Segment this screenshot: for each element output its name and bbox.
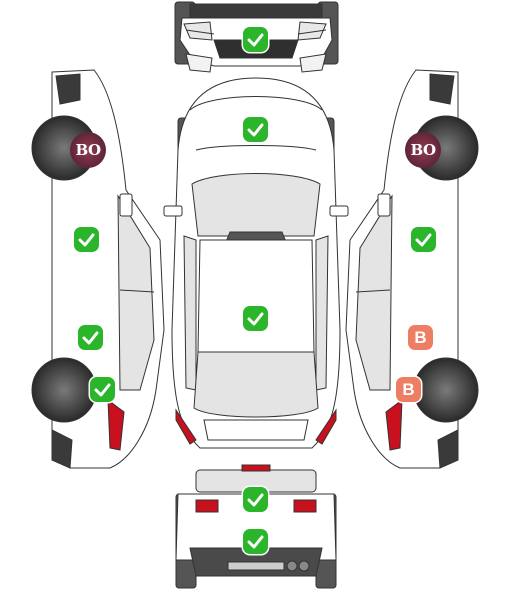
check-icon	[82, 331, 99, 345]
left-front-wheel-bo-marker[interactable]: BO	[70, 132, 106, 168]
rear-view	[175, 464, 337, 589]
check-icon	[247, 123, 264, 137]
right-rear-wheel	[413, 357, 479, 423]
check-icon	[247, 312, 264, 326]
check-icon	[94, 383, 111, 397]
check-icon	[247, 33, 264, 47]
top-view-windshield	[191, 173, 321, 237]
right-front-door-ok-badge[interactable]	[411, 227, 436, 252]
left-rear-door-ok-badge[interactable]	[78, 325, 103, 350]
left-rear-fender-ok-badge[interactable]	[90, 377, 115, 402]
left-rear-wheel	[31, 357, 97, 423]
roof-ok-badge[interactable]	[243, 306, 268, 331]
top-view-left-taillight	[175, 408, 197, 445]
rear-bumper-ok-badge[interactable]	[243, 529, 268, 554]
check-icon	[247, 493, 264, 507]
check-icon	[247, 535, 264, 549]
rear-right-taillight	[293, 499, 317, 513]
front-ok-badge[interactable]	[243, 27, 268, 52]
top-view	[163, 77, 349, 449]
right-front-wheel-bo-marker[interactable]: BO	[405, 132, 441, 168]
right-side-view	[345, 69, 479, 469]
right-mirror	[329, 205, 349, 217]
right-side-taillight	[385, 398, 403, 451]
rear-window-ok-badge[interactable]	[243, 487, 268, 512]
front-windshield-edge	[189, 3, 323, 19]
hood-ok-badge[interactable]	[243, 117, 268, 142]
left-mirror	[163, 205, 183, 217]
check-icon	[78, 233, 95, 247]
left-side-view	[31, 69, 165, 469]
check-icon	[415, 233, 432, 247]
left-front-door-ok-badge[interactable]	[74, 227, 99, 252]
right-rear-fender-damage-badge[interactable]: B	[396, 377, 421, 402]
rear-left-taillight	[195, 499, 219, 513]
left-side-windows	[117, 194, 155, 391]
right-rear-door-damage-badge[interactable]: B	[408, 325, 433, 350]
top-view-rear-window	[193, 351, 319, 418]
top-view-roof	[197, 239, 315, 353]
top-view-right-taillight	[315, 408, 337, 445]
right-side-windows	[355, 194, 393, 391]
left-side-taillight	[107, 398, 125, 451]
